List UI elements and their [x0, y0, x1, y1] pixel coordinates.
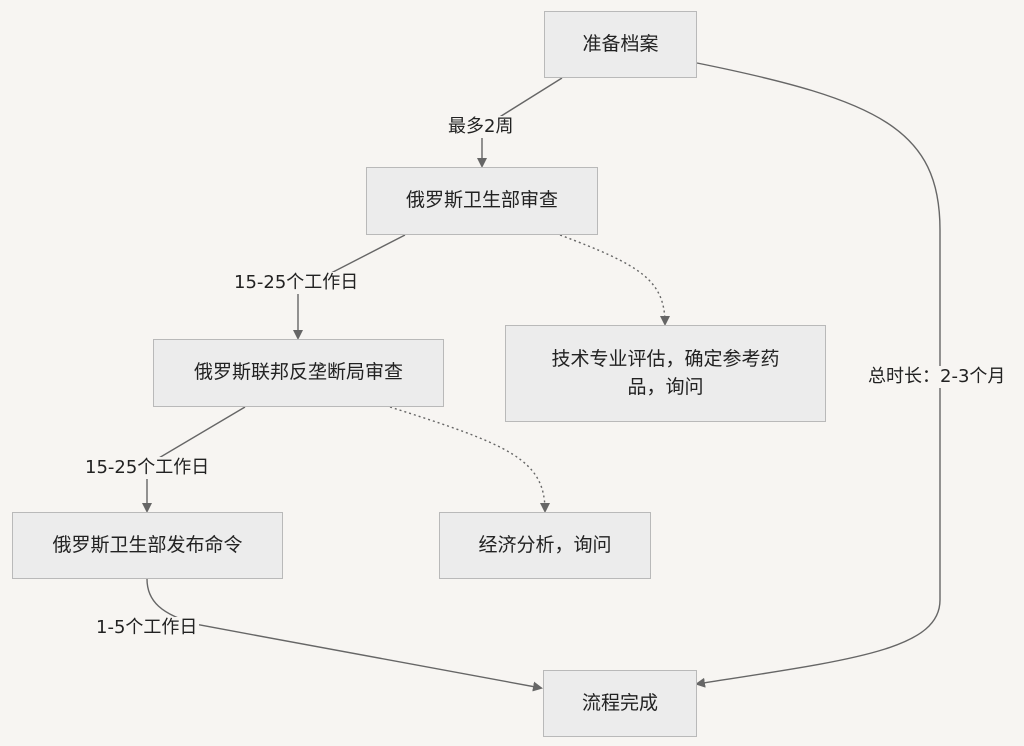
edge-moh-to-tech [559, 234, 670, 326]
node-moh-order-label: 俄罗斯卫生部发布命令 [52, 533, 243, 556]
edge-label-total: 总时长：2-3个月 [866, 366, 1008, 388]
edge-order-to-done [146, 578, 543, 692]
node-fas-review[interactable]: 俄罗斯联邦反垄断局审查 [153, 339, 444, 407]
edge-label-moh-to-fas: 15-25个工作日 [232, 272, 361, 294]
edge-label-fas-to-order: 15-25个工作日 [83, 457, 212, 479]
node-tech-eval[interactable]: 技术专业评估，确定参考药品，询问 [505, 325, 826, 422]
node-tech-eval-label: 技术专业评估，确定参考药品，询问 [551, 347, 780, 398]
edge-label-prepare-to-moh: 最多2周 [446, 116, 516, 138]
node-moh-review-label: 俄罗斯卫生部审查 [405, 189, 558, 212]
edge-label-order-to-done: 1-5个工作日 [94, 617, 200, 639]
node-econ[interactable]: 经济分析，询问 [439, 512, 651, 579]
edge-total [695, 62, 941, 688]
node-done[interactable]: 流程完成 [543, 670, 697, 737]
node-prepare[interactable]: 准备档案 [544, 11, 697, 78]
node-done-label: 流程完成 [581, 691, 658, 714]
node-moh-review[interactable]: 俄罗斯卫生部审查 [366, 167, 598, 235]
node-fas-review-label: 俄罗斯联邦反垄断局审查 [193, 361, 403, 384]
node-moh-order[interactable]: 俄罗斯卫生部发布命令 [12, 512, 283, 579]
edge-fas-to-econ [389, 406, 550, 513]
node-econ-label: 经济分析，询问 [478, 533, 612, 556]
node-prepare-label: 准备档案 [582, 32, 659, 55]
